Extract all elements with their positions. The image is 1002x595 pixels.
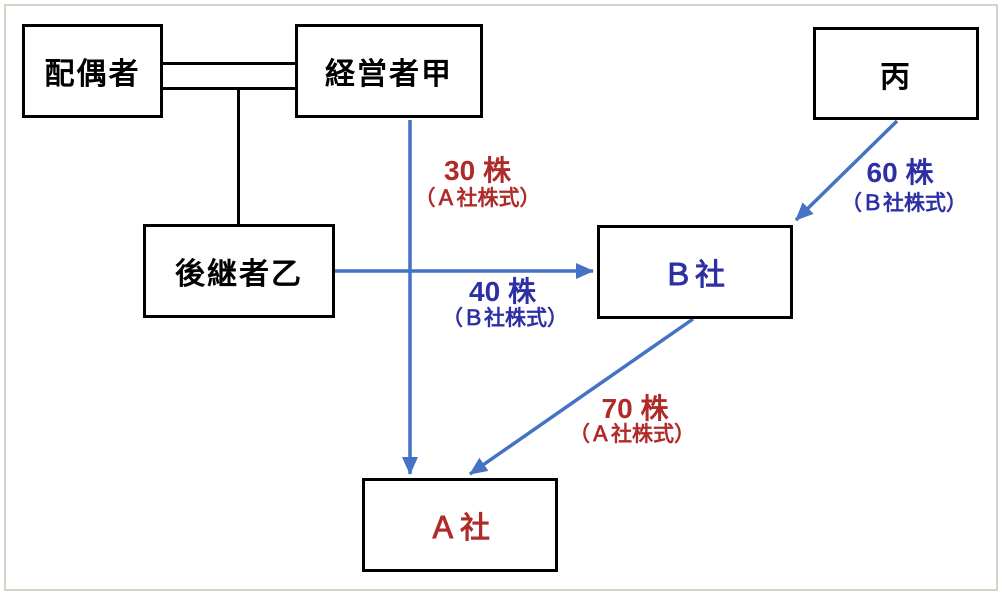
- node-hei: 丙: [813, 27, 979, 120]
- node-successor-otsu-label: 後継者乙: [175, 258, 303, 291]
- asset-label-company-b-to-company-a: （Ａ社株式）: [569, 423, 695, 446]
- node-manager-ko: 経営者甲: [295, 24, 483, 118]
- node-spouse-label: 配偶者: [44, 58, 141, 91]
- node-manager-ko-label: 経営者甲: [325, 58, 453, 91]
- marriage-line-bottom: [163, 87, 295, 90]
- shares-label-successor-otsu-to-company-b: 40 株: [469, 276, 536, 307]
- asset-label-manager-ko-to-company-a: （Ａ社株式）: [414, 187, 541, 210]
- asset-label-successor-otsu-to-company-b: （Ｂ社株式）: [442, 307, 568, 330]
- node-successor-otsu: 後継者乙: [143, 224, 335, 318]
- parent-child-line: [237, 90, 240, 224]
- shares-label-company-b-to-company-a: 70 株: [601, 393, 669, 424]
- node-company-a-label: Ａ社: [428, 512, 492, 545]
- node-company-a: Ａ社: [362, 478, 558, 572]
- shares-label-hei-to-company-b: 60 株: [866, 157, 934, 188]
- marriage-line-top: [163, 62, 295, 65]
- node-hei-label: 丙: [880, 60, 912, 94]
- node-company-b-label: Ｂ社: [663, 259, 727, 292]
- shares-label-manager-ko-to-company-a: 30 株: [444, 155, 511, 186]
- node-spouse: 配偶者: [22, 24, 163, 118]
- asset-label-hei-to-company-b: （Ｂ社株式）: [841, 192, 967, 215]
- node-company-b: Ｂ社: [597, 225, 793, 319]
